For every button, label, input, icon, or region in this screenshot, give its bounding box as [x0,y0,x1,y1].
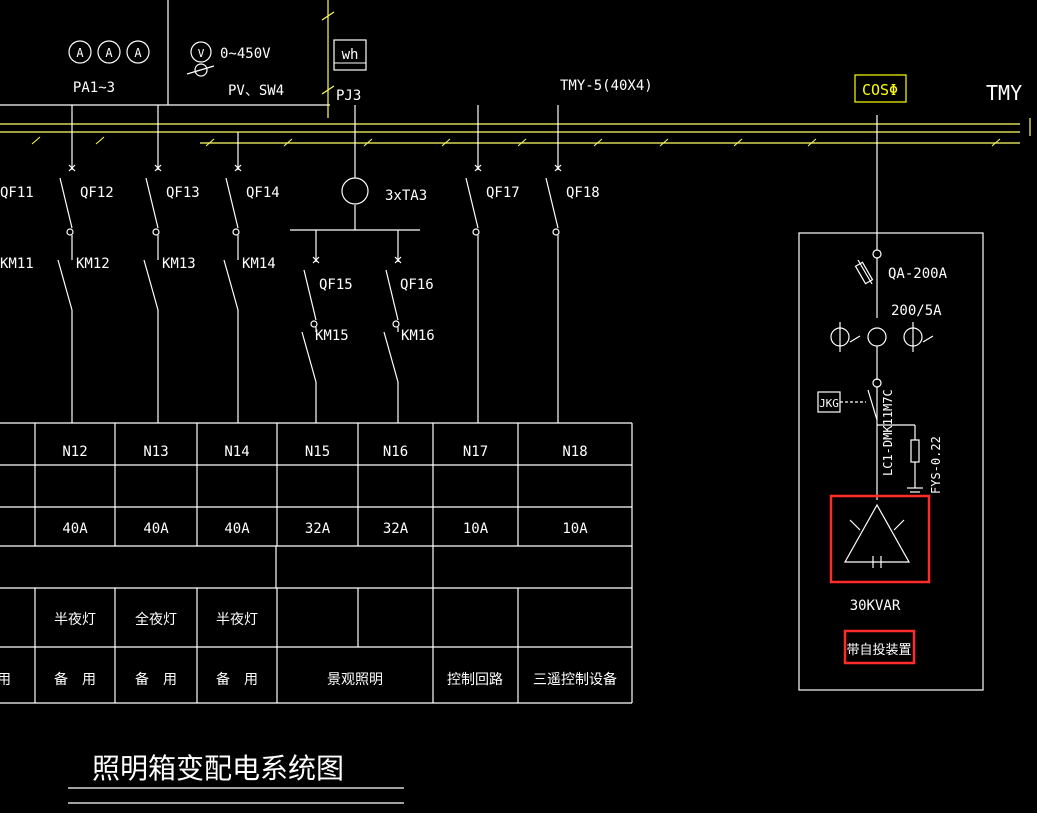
circuit-current: 10A [463,521,489,537]
bus-label: TMY [986,81,1022,105]
load-type: 半夜灯 [54,612,96,628]
contactor-label: KM12 [76,256,110,272]
breaker-label: QF17 [486,185,520,201]
feeder-qf14 [223,164,242,423]
ammeter-group [68,40,150,64]
cos-phi-box [854,74,907,103]
compensation-panel [798,115,984,691]
breaker-label: QF13 [166,185,200,201]
feeder-qf13 [143,164,162,423]
circuit-use: 三遥控制设备 [533,671,617,688]
circuit-current: 40A [224,521,250,537]
circuit-use: 景观照明 [327,672,383,688]
busbar [0,0,1031,144]
breaker-label: QF11 [0,185,34,201]
contactor-label: KM15 [315,328,349,344]
controller-label: JKG [819,397,839,410]
voltmeter-icon [186,41,215,77]
watthour-glyph: wh [342,47,359,63]
ammeter-glyph: A [105,46,113,60]
contactor-label: KM14 [242,256,276,272]
circuit-current: 40A [143,521,169,537]
compensation-ct-ratio: 200/5A [891,303,942,319]
ammeter-label: PA1~3 [73,80,115,96]
contactor-label: KM13 [162,256,196,272]
circuit-number: N17 [463,444,488,460]
ct-label: 3xTA3 [385,188,427,204]
watthour-label: PJ3 [336,88,361,104]
circuit-number: N12 [62,444,87,460]
capacity-label: 30KVAR [850,598,901,614]
cos-phi-label: COSΦ [862,81,898,99]
capacitor-highlight [829,494,931,584]
breaker-label: QF12 [80,185,114,201]
voltmeter-glyph: V [198,47,205,60]
circuit-use: 控制回路 [447,672,503,688]
feeder-wiring [71,105,559,262]
breaker-label: QF15 [319,277,353,293]
circuit-number: N13 [143,444,168,460]
circuit-number: N18 [562,444,587,460]
compensation-breaker: QA-200A [888,266,948,282]
feeder-qf17 [465,164,482,423]
circuit-use: 备 用 [135,671,177,688]
feeder-qf12 [57,164,76,423]
drawing-title: 照明箱变配电系统图 [92,752,344,785]
busbar-spec: TMY-5(40X4) [560,78,653,94]
voltmeter-range: 0~450V [220,46,271,62]
circuit-number: N14 [224,444,249,460]
circuit-use: 备 用 [54,671,96,688]
breaker-label: QF18 [566,185,600,201]
note-highlight [843,629,916,665]
breaker-label: QF14 [246,185,280,201]
circuit-number: N16 [383,444,408,460]
circuit-current: 10A [562,521,588,537]
circuit-number: N15 [305,444,330,460]
circuit-use: 备 用 [216,671,258,688]
voltmeter-label: PV、SW4 [228,83,284,99]
circuit-current: 40A [62,521,88,537]
compensation-contactor: LC1-DMK11M7C [881,389,895,476]
circuit-current: 32A [305,521,331,537]
ammeter-glyph: A [76,46,84,60]
feeder-qf16 [383,256,402,423]
feeder-qf18 [545,164,562,423]
watthour-meter-icon [333,39,367,71]
load-type: 全夜灯 [135,611,177,628]
breaker-label: QF16 [400,277,434,293]
auto-switch-note: 带自投装置 [846,642,911,658]
ammeter-glyph: A [134,46,142,60]
arrester-label: FYS-0.22 [929,436,943,494]
feeder-qf15 [301,256,320,423]
circuit-use: 用 [0,672,11,688]
contactor-label: KM16 [401,328,435,344]
contactor-label: KM11 [0,256,34,272]
circuit-current: 32A [383,521,409,537]
load-type: 半夜灯 [216,612,258,628]
load-table [0,422,633,704]
